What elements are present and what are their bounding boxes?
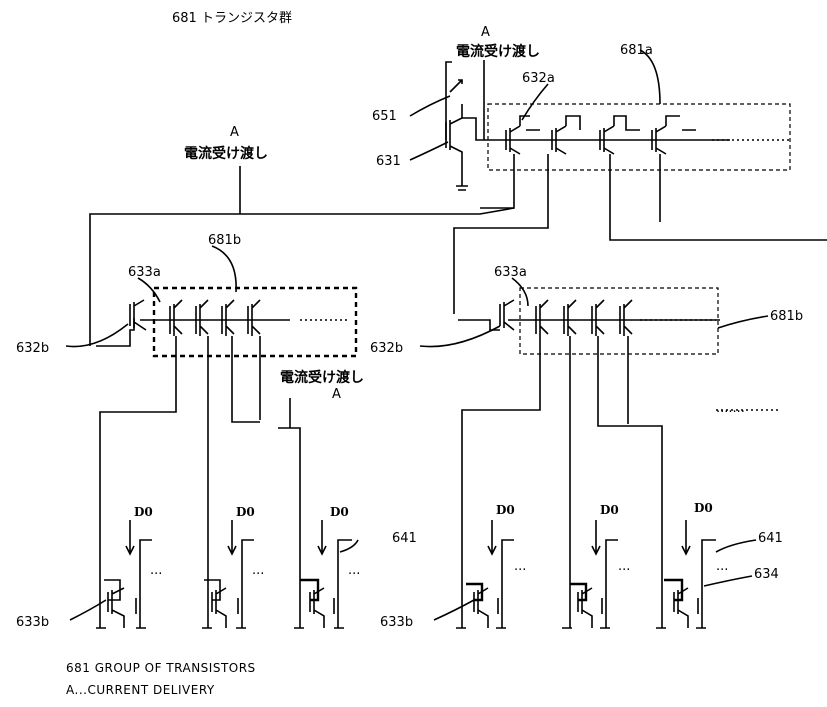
label-634: 634 [754,567,779,582]
label-641-left: 641 [392,531,417,546]
label-651: 651 [372,109,397,124]
ellipsis-1: ··· [150,567,162,582]
diagram-title: 681 トランジスタ群 [172,11,292,26]
label-current-delivery-top: 電流受け渡し [456,43,540,60]
label-current-delivery-left: 電流受け渡し [184,145,268,162]
bottom-cells-right [456,520,716,628]
label-a-left: A [230,125,239,140]
ellipsis-2: ··· [252,567,264,582]
label-632a: 632a [522,71,555,86]
label-d0-4: D0 [496,503,515,517]
label-d0-2: D0 [236,505,255,519]
label-681a: 681a [620,43,653,58]
left-block [96,288,356,628]
label-641-right: 641 [758,531,783,546]
ellipsis-6: ··· [716,563,728,578]
ellipsis-right-block: ....... [716,401,745,416]
caption-line-1: 681 GROUP OF TRANSISTORS [66,661,256,675]
label-d0-3: D0 [330,505,349,519]
label-d0-1: D0 [134,505,153,519]
label-d0-5: D0 [600,503,619,517]
label-631: 631 [376,154,401,169]
label-633a-right: 633a [494,265,527,280]
label-633a-left: 633a [128,265,161,280]
ellipsis-5: ··· [618,563,630,578]
label-d0-6: D0 [694,501,713,515]
label-681b-left: 681b [208,233,241,248]
caption-line-2: A...CURRENT DELIVERY [66,683,215,697]
label-681b-right: 681b [770,309,803,324]
label-633b-left: 633b [16,615,49,630]
label-a-top: A [481,25,490,40]
label-current-delivery-mid: 電流受け渡し [280,369,364,386]
bottom-cells-left [96,520,352,628]
label-632b-left: 632b [16,341,49,356]
label-a-mid: A [332,387,341,402]
ellipsis-4: ··· [514,563,526,578]
label-633b-right: 633b [380,615,413,630]
ellipsis-3: ··· [348,567,360,582]
label-632b-right: 632b [370,341,403,356]
